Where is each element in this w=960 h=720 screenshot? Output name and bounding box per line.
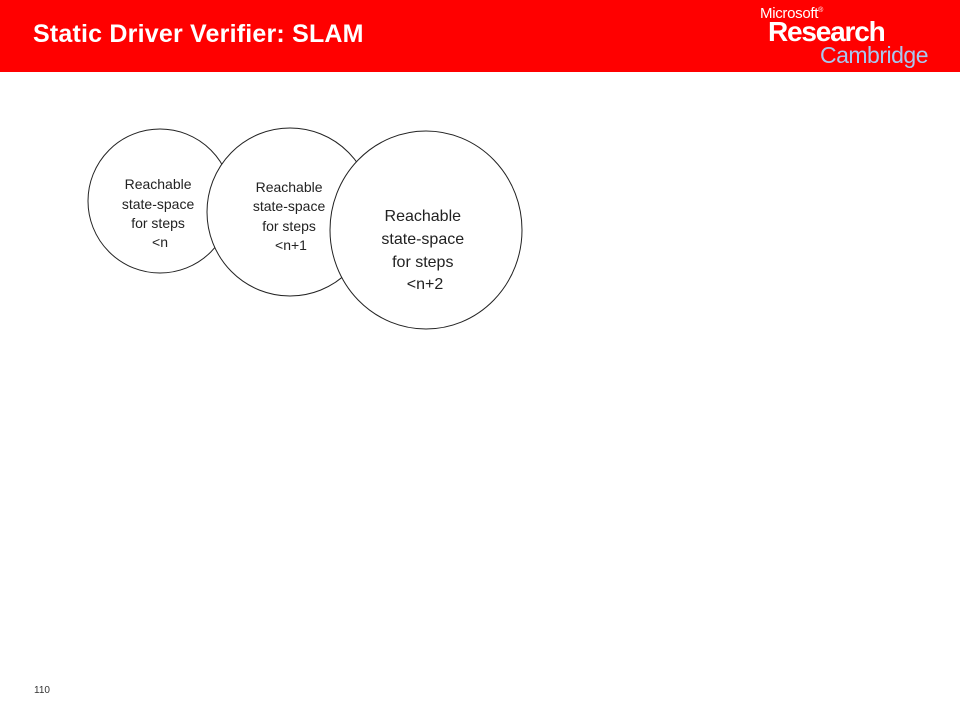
- logo-research-text: Research: [768, 16, 886, 47]
- state-space-circle-n2-shape: [329, 130, 523, 330]
- state-space-circle-n-label: Reachable state-space for steps <n: [122, 176, 198, 250]
- slide-title: Static Driver Verifier: SLAM: [33, 20, 364, 48]
- microsoft-research-cambridge-logo: Microsoft® Research Cambridge: [758, 4, 950, 68]
- logo-microsoft-text: Microsoft®: [760, 5, 824, 22]
- state-space-circle-n: Reachable state-space for steps <n: [87, 128, 233, 274]
- title-bar: Static Driver Verifier: SLAM Microsoft® …: [0, 0, 960, 72]
- logo-cambridge-text: Cambridge: [820, 42, 929, 68]
- state-space-circle-n1: Reachable state-space for steps <n+1: [206, 127, 374, 297]
- state-space-circle-n2-label: Reachable state-space for steps <n+2: [381, 208, 468, 293]
- state-space-circle-n1-label: Reachable state-space for steps <n+1: [253, 179, 329, 253]
- page-number: 110: [34, 685, 50, 696]
- state-space-circle-n2: Reachable state-space for steps <n+2: [329, 130, 523, 330]
